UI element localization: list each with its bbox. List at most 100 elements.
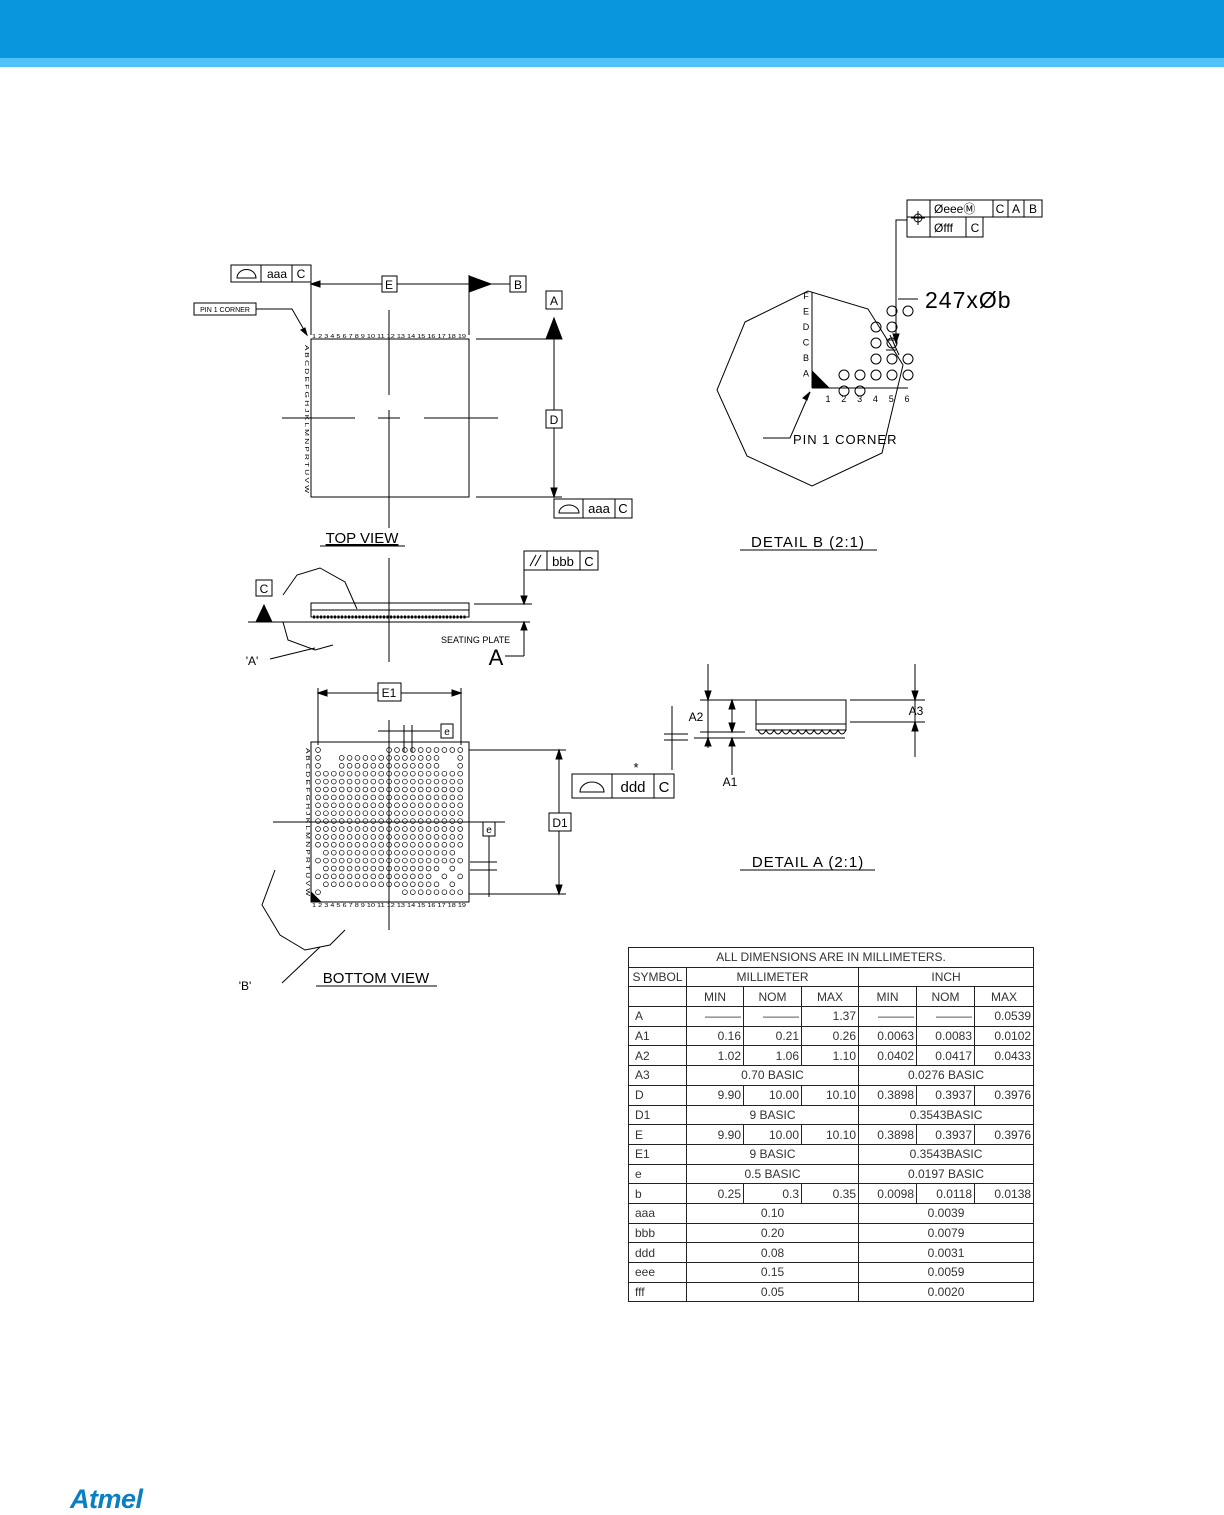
solder-ball: [362, 881, 369, 888]
row-letter: D: [803, 322, 810, 332]
solder-ball: [378, 834, 384, 840]
solder-ball: [378, 865, 384, 872]
detail-b-balls: [838, 305, 914, 397]
solder-ball: [323, 826, 329, 832]
profile-symbol-icon: [579, 781, 605, 793]
solder-ball: [402, 842, 408, 848]
table-cell: 0.0031: [857, 1242, 1035, 1263]
solder-ball: [902, 353, 914, 365]
datum-b-label: B: [514, 278, 522, 292]
solder-ball: [394, 747, 400, 753]
solder-ball: [457, 770, 463, 777]
solder-ball: [338, 818, 345, 824]
solder-ball: [338, 770, 345, 777]
solder-ball: [323, 881, 329, 888]
solder-ball: [346, 778, 353, 785]
solder-ball: [417, 810, 424, 816]
solder-ball: [315, 778, 321, 785]
solder-ball: [410, 834, 416, 840]
solder-ball: [449, 747, 456, 753]
datum-c-label: C: [260, 582, 269, 596]
solder-ball: [394, 786, 400, 793]
table-cell: A2: [628, 1045, 687, 1067]
pitch-label: e: [486, 825, 492, 836]
solder-ball: [394, 881, 400, 888]
solder-ball: [362, 763, 369, 769]
datum-c-label: C: [971, 221, 980, 235]
solder-ball: [346, 818, 353, 824]
seating-plate-label: SEATING PLATE: [441, 635, 510, 645]
solder-ball: [870, 321, 882, 333]
table-cell: 0.0433: [973, 1045, 1035, 1067]
solder-ball: [346, 849, 353, 856]
table-cell: 0.3898: [858, 1124, 917, 1145]
solder-ball: [346, 881, 353, 888]
solder-ball: [449, 818, 456, 824]
solder-ball: [346, 755, 353, 761]
row-letter: B: [803, 353, 809, 363]
solder-ball: [854, 385, 866, 397]
solder-ball: [315, 802, 321, 809]
datum-c-label: C: [618, 501, 627, 516]
table-caption: ALL DIMENSIONS ARE IN MILLIMETERS.: [627, 947, 1035, 968]
solder-ball: [449, 842, 456, 848]
solder-ball: [410, 786, 416, 793]
datum-b-triangle-icon: [468, 275, 493, 293]
top-view: aaa C E B PIN 1 CORNER 1 2 3 4 5 6 7 8 9…: [193, 264, 633, 547]
solder-ball: [370, 755, 377, 761]
dim-d1-label: D1: [552, 816, 568, 830]
col-number: 5: [889, 394, 894, 404]
solder-ball: [457, 889, 463, 895]
solder-ball: [394, 849, 400, 856]
solder-ball: [441, 802, 448, 809]
solder-ball: [315, 842, 321, 848]
datum-c-box: [255, 579, 273, 597]
solder-ball: [315, 889, 321, 895]
solder-ball: [410, 826, 416, 832]
solder-ball: [441, 786, 448, 793]
solder-ball: [433, 794, 440, 801]
solder-ball: [457, 834, 463, 840]
table-cell: 0.3543BASIC: [857, 1143, 1035, 1165]
flatness-symbol-icon: [558, 504, 580, 514]
solder-ball: [433, 770, 440, 777]
datum-c-label: C: [996, 202, 1005, 216]
table-cell: 0.3898: [858, 1084, 917, 1106]
solder-ball: [354, 849, 361, 856]
solder-ball: [441, 794, 448, 801]
solder-ball: [331, 849, 337, 856]
solder-ball: [315, 818, 321, 824]
solder-ball: [338, 865, 345, 872]
solder-ball: [417, 747, 424, 753]
table-cell: E: [628, 1124, 687, 1145]
solder-ball: [441, 889, 448, 895]
solder-ball: [886, 321, 898, 333]
solder-ball: [410, 889, 416, 895]
solder-ball: [362, 802, 369, 809]
solder-ball: [425, 786, 432, 793]
solder-ball: [346, 865, 353, 872]
solder-ball: [338, 802, 345, 809]
solder-ball: [370, 778, 377, 785]
solder-ball: [362, 873, 369, 880]
solder-ball: [457, 755, 463, 761]
table-cell: 0.0197 BASIC: [857, 1163, 1035, 1185]
solder-ball: [402, 747, 408, 753]
solder-ball: [425, 857, 432, 864]
solder-ball: [315, 810, 321, 816]
table-cell: 0.21: [743, 1025, 802, 1047]
solder-ball: [410, 755, 416, 761]
solder-ball: [378, 873, 384, 880]
solder-ball: [417, 889, 424, 895]
solder-ball: [417, 786, 424, 793]
solder-ball: [331, 865, 337, 872]
solder-ball: [354, 763, 361, 769]
table-cell: 0.3976: [973, 1124, 1035, 1145]
solder-ball: [870, 353, 882, 365]
solder-ball: [378, 802, 384, 809]
solder-ball: [402, 810, 408, 816]
solder-ball: [425, 889, 432, 895]
solder-ball: [402, 802, 408, 809]
solder-ball: [441, 818, 448, 824]
